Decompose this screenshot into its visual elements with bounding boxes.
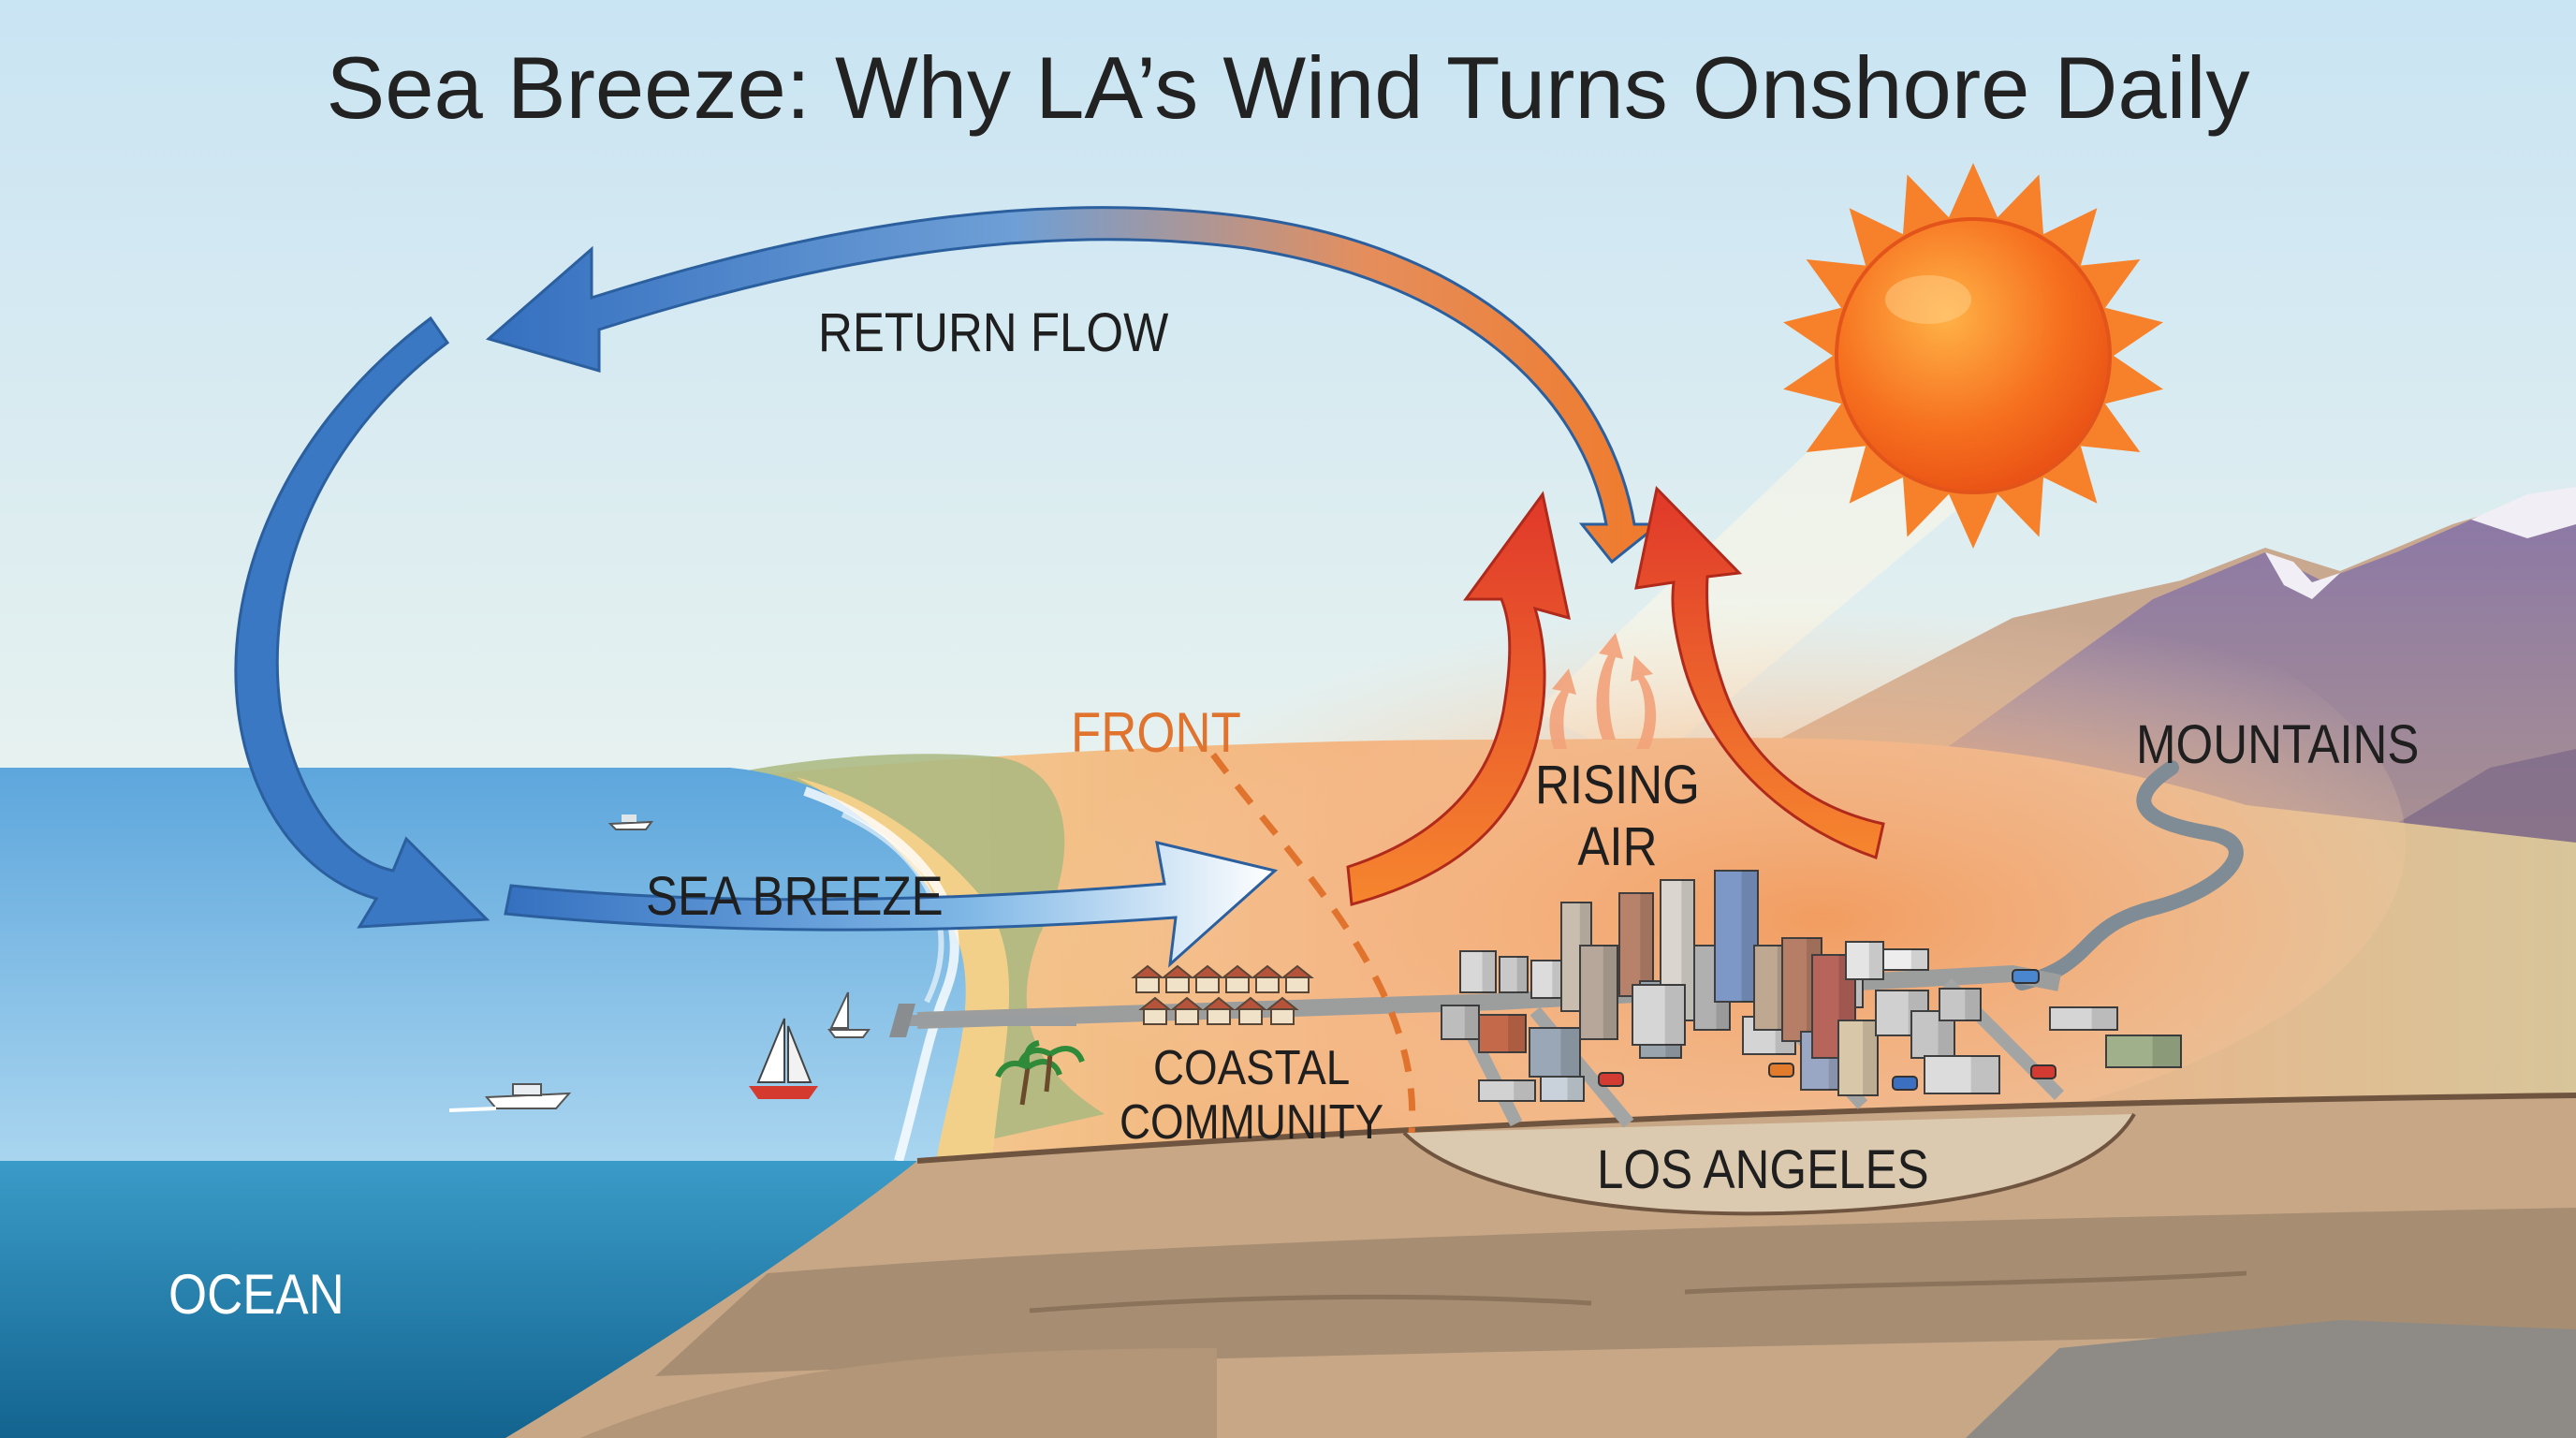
- car-icon: [1598, 1072, 1624, 1087]
- rising-air-arrow: [1346, 491, 1571, 906]
- front-line: [1210, 752, 1416, 1134]
- house-icon: [1251, 964, 1284, 993]
- building-icon: [1714, 870, 1759, 1003]
- building-icon: [1882, 948, 1929, 971]
- building-icon: [2049, 1006, 2118, 1031]
- car-icon: [1892, 1076, 1918, 1091]
- building-icon: [1540, 1076, 1585, 1102]
- building-icon: [1478, 1079, 1536, 1102]
- sailboat-icon: [749, 1018, 818, 1099]
- coastal-label-line2: COMMUNITY: [1120, 1095, 1384, 1150]
- coastal-houses: [1131, 964, 1314, 1025]
- river: [2014, 760, 2244, 990]
- rising-air-label-line1: RISING: [1535, 755, 1700, 815]
- pier: [889, 1004, 1076, 1037]
- car-icon: [2012, 969, 2040, 984]
- house-icon: [1138, 996, 1172, 1025]
- page-title: Sea Breeze: Why LA’s Wind Turns Onshore …: [326, 38, 2250, 137]
- building-icon: [1441, 1005, 1480, 1040]
- ocean-surface: [0, 768, 975, 1161]
- coastal-label-line1: COASTAL: [1152, 1041, 1351, 1095]
- house-icon: [1281, 964, 1314, 993]
- sailboat-icon: [827, 991, 871, 1038]
- sea-breeze-label: SEA BREEZE: [646, 866, 944, 927]
- house-icon: [1234, 996, 1267, 1025]
- front-label: FRONT: [1071, 701, 1241, 764]
- house-icon: [1170, 996, 1204, 1025]
- house-icon: [1131, 964, 1164, 993]
- building-icon: [1924, 1055, 2000, 1094]
- rising-air-arrow: [1634, 485, 1885, 859]
- building-icon: [1579, 945, 1618, 1040]
- descending-air-arrow: [234, 315, 490, 929]
- surf-line: [803, 786, 959, 1163]
- house-icon: [1202, 996, 1236, 1025]
- car-icon: [1768, 1063, 1794, 1078]
- house-icon: [1191, 964, 1224, 993]
- building-icon: [1530, 960, 1566, 999]
- sea-breeze-arrow: [504, 841, 1279, 968]
- building-icon: [1499, 956, 1529, 993]
- building-icon: [1837, 1020, 1879, 1096]
- house-icon: [1266, 996, 1299, 1025]
- sun-icon: [1783, 163, 2163, 549]
- ocean-label: OCEAN: [168, 1263, 344, 1326]
- car-icon: [2030, 1064, 2056, 1079]
- return-flow-arrow: [485, 206, 1663, 565]
- building-icon: [2105, 1034, 2182, 1068]
- ocean-depth: [0, 1161, 917, 1438]
- coastal-community-label: COASTAL COMMUNITY: [1120, 1041, 1383, 1150]
- mountains-label: MOUNTAINS: [2136, 714, 2420, 775]
- building-icon: [1459, 950, 1497, 993]
- building-icon: [1632, 984, 1686, 1046]
- city-buildings: [1441, 870, 2182, 1102]
- house-icon: [1221, 964, 1254, 993]
- building-icon: [1910, 1010, 1955, 1059]
- coastal-hills: [711, 754, 1105, 1152]
- building-icon: [1939, 988, 1982, 1021]
- rising-air-label: RISING AIR: [1535, 755, 1700, 878]
- los-angeles-basin: [1402, 1113, 2136, 1216]
- building-icon: [1618, 892, 1654, 997]
- motorboat-icon: [607, 814, 654, 830]
- rising-air-label-line2: AIR: [1577, 816, 1658, 877]
- los-angeles-label: LOS ANGELES: [1597, 1139, 1929, 1200]
- building-icon: [1478, 1014, 1527, 1053]
- heat-plume-arrows: [1549, 633, 1657, 749]
- return-flow-label: RETURN FLOW: [818, 302, 1169, 363]
- building-icon: [1529, 1027, 1581, 1078]
- house-icon: [1161, 964, 1194, 993]
- beach: [796, 777, 1010, 1161]
- building-icon: [1845, 941, 1884, 980]
- surf-line: [841, 812, 944, 1004]
- motorboat-icon: [448, 1083, 572, 1112]
- ground-section: [505, 1093, 2576, 1438]
- palm-tree-icon: [1017, 1046, 1085, 1093]
